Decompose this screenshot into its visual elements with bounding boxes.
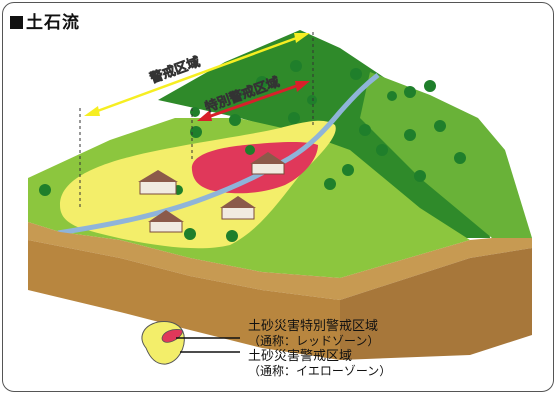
legend-yellow-swatch: [141, 321, 185, 365]
legend-red-swatch: [161, 329, 183, 343]
legend-item-yellow: 土砂災害警戒区域 （通称：イエローゾーン）: [248, 349, 392, 379]
legend-yellow-nickname: （通称：イエローゾーン）: [248, 364, 392, 378]
special-zone-arrow: [204, 82, 303, 120]
soil-front: [28, 222, 532, 300]
special-arrow-head-right: [295, 81, 310, 92]
warning-arrow-head-right: [294, 33, 310, 43]
warning-arrow-head-left: [84, 106, 100, 116]
special-arrow-head-left: [197, 110, 212, 121]
soil-side-face: [340, 248, 532, 360]
title-square-icon: [10, 16, 23, 29]
legend-yellow-name: 土砂災害警戒区域: [248, 349, 353, 364]
right-hillside: [360, 72, 532, 238]
diagram-title: 土石流: [10, 8, 80, 33]
title-text: 土石流: [26, 13, 80, 33]
legend-red-nickname: （通称：レッドゾーン）: [248, 334, 380, 348]
legend-item-red: 土砂災害特別警戒区域 （通称：レッドゾーン）: [248, 319, 380, 349]
houses: [138, 152, 286, 233]
legend-red-name: 土砂災害特別警戒区域: [248, 319, 379, 334]
warning-zone-arrow: [91, 34, 303, 115]
trees: [39, 60, 466, 242]
soil-front-face: [28, 240, 340, 360]
